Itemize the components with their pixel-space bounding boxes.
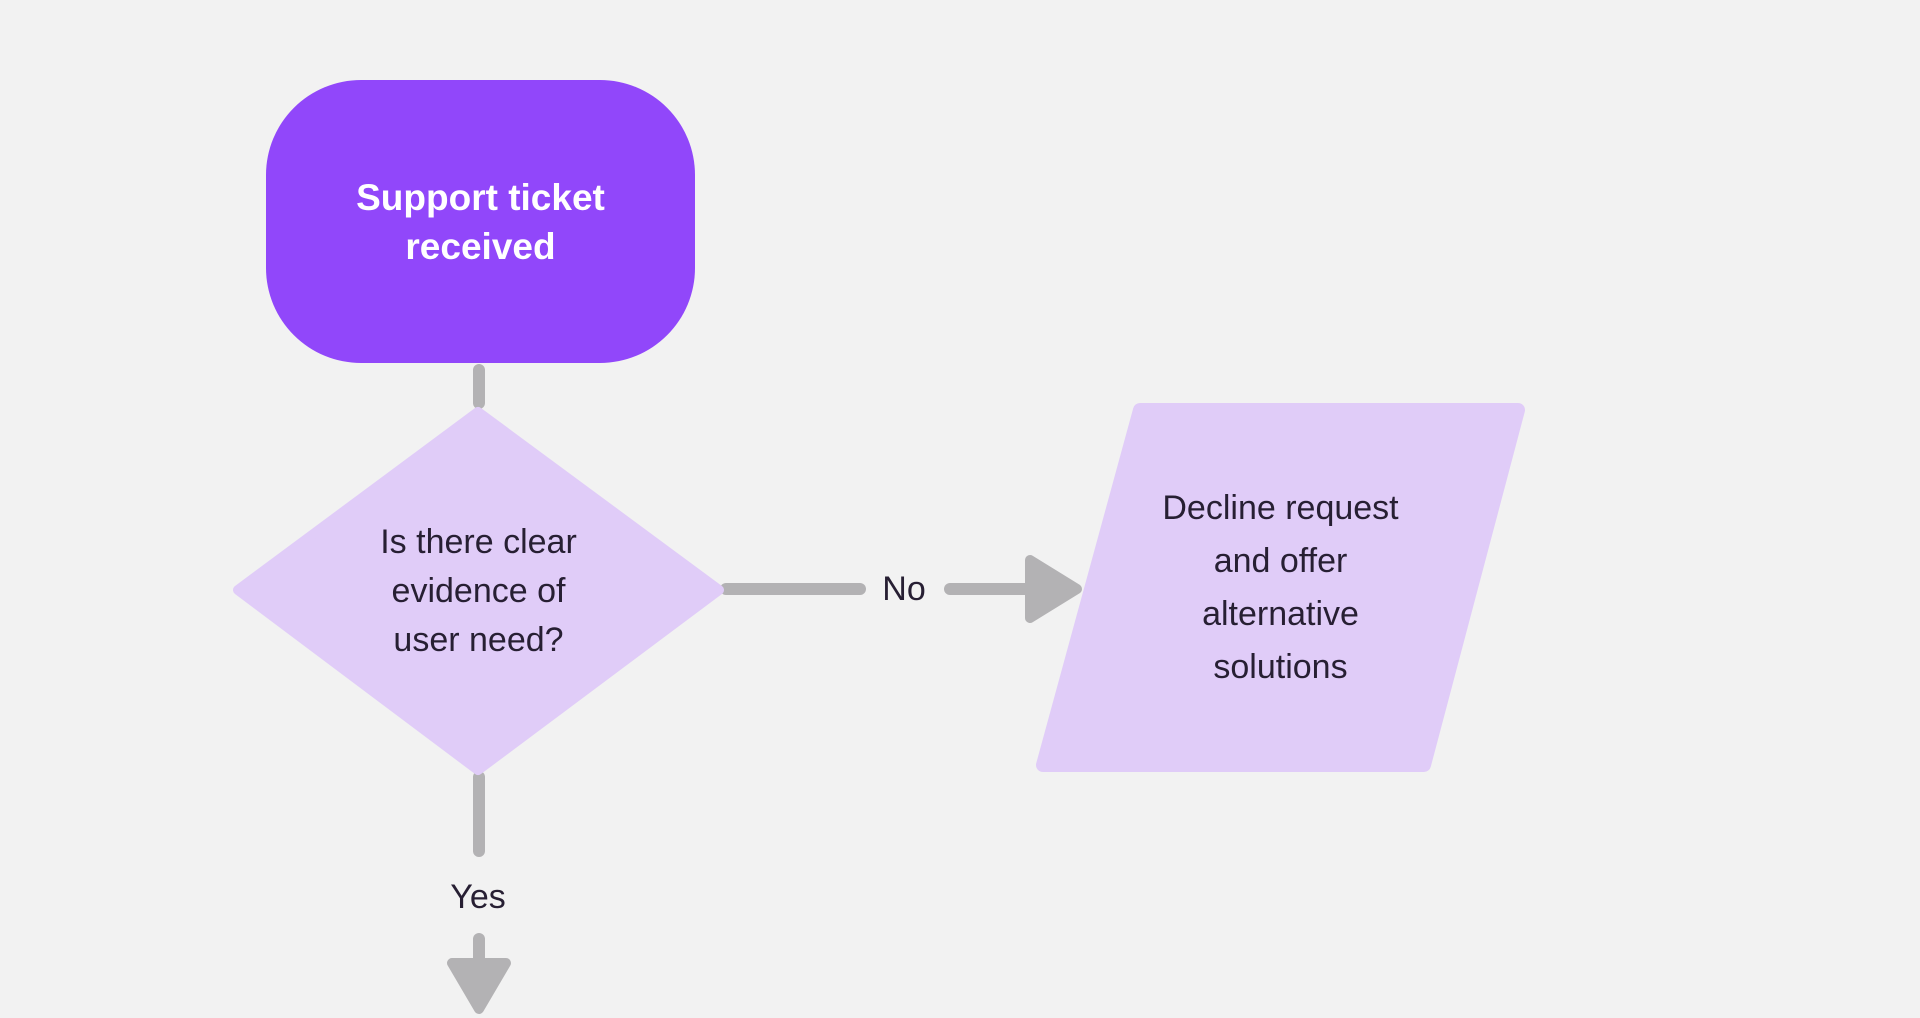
edge-label-no: No [882, 569, 926, 608]
edge-label-yes: Yes [450, 877, 506, 916]
start-node-shape [266, 80, 695, 363]
output-node-shape [1036, 403, 1525, 772]
arrowhead-down-icon [447, 958, 511, 1014]
decision-node-shape [233, 407, 724, 775]
arrowhead-right-icon [1025, 555, 1082, 623]
